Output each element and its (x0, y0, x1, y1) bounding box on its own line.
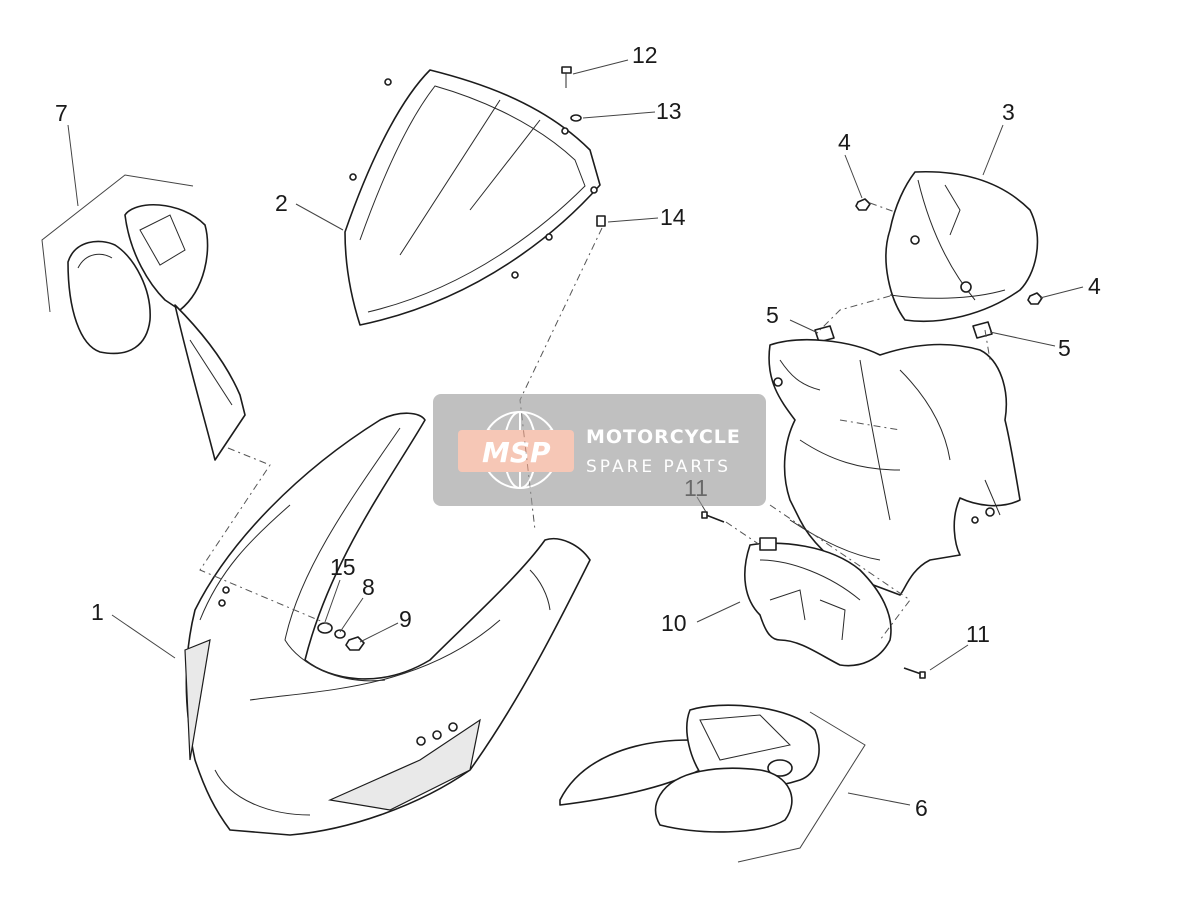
callout-9: 9 (399, 606, 412, 632)
watermark-logo-text: MSP (482, 436, 551, 469)
screw-11-upper (701, 511, 725, 523)
callout-2: 2 (275, 190, 288, 216)
callout-4-right: 4 (1088, 273, 1101, 299)
callout-5-right: 5 (1058, 335, 1071, 361)
leader-lines (41, 59, 1084, 863)
callout-11-lower: 11 (966, 621, 990, 647)
watermark-line1: MOTORCYCLE (586, 426, 741, 448)
part-mirror-left (67, 204, 246, 461)
nut-9 (345, 636, 365, 651)
watermark-background (433, 394, 766, 506)
watermark-logo-badge (458, 430, 574, 472)
callout-1: 1 (91, 599, 104, 625)
nut-4-left (855, 198, 871, 211)
washer-8 (334, 629, 346, 639)
nut-4-right (1027, 292, 1043, 305)
callout-15: 15 (330, 554, 356, 580)
callout-3: 3 (1002, 99, 1015, 125)
callout-7: 7 (55, 100, 68, 126)
washer-13 (570, 114, 582, 122)
part-windscreen (344, 69, 601, 326)
callout-6: 6 (915, 795, 928, 821)
watermark: MSP MOTORCYCLE SPARE PARTS (433, 394, 766, 506)
clip-5-right (972, 321, 993, 339)
callout-4-upper: 4 (838, 129, 851, 155)
part-lower-bracket (744, 537, 892, 667)
screw-12 (561, 66, 572, 88)
callout-5-left: 5 (766, 302, 779, 328)
screw-11-lower (903, 667, 926, 679)
callout-14: 14 (660, 204, 686, 230)
callout-13: 13 (656, 98, 682, 124)
part-instrument-cover (885, 170, 1039, 323)
part-headlight-support-frame (768, 339, 1021, 596)
watermark-line2: SPARE PARTS (586, 457, 731, 477)
callout-8: 8 (362, 574, 375, 600)
callout-10: 10 (661, 610, 687, 636)
callout-12: 12 (632, 42, 658, 68)
part-mirror-right (559, 704, 820, 833)
nut-14 (596, 215, 606, 227)
part-front-fairing (184, 412, 591, 836)
clip-5-left (814, 325, 835, 343)
